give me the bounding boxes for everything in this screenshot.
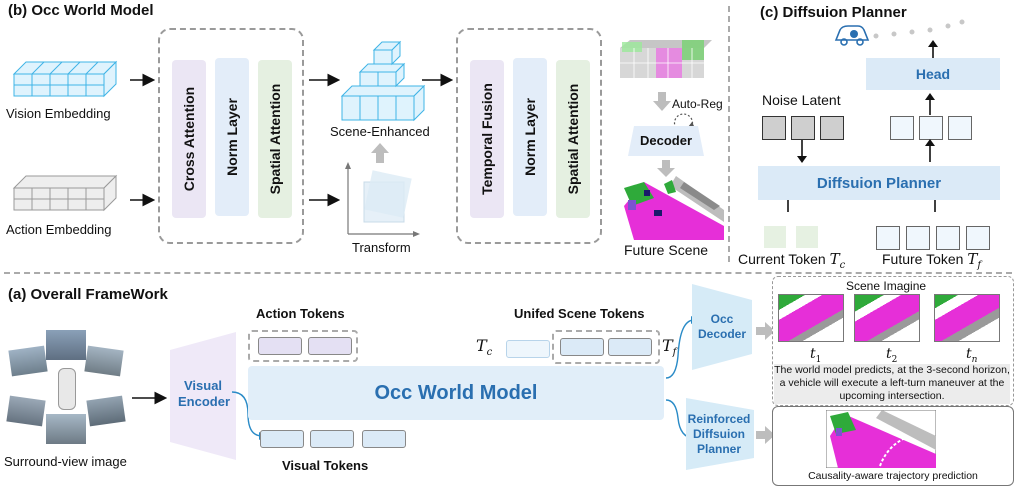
unified-tokens-group bbox=[552, 330, 660, 364]
future-scene-token-1 bbox=[560, 338, 604, 356]
vision-embedding-cubes bbox=[12, 60, 118, 98]
cross-attention-layer: Cross Attention bbox=[172, 60, 206, 218]
temporal-fusion-layer: Temporal Fusion bbox=[470, 60, 504, 218]
diffusion-planner-block: Diffsuion Planner bbox=[758, 166, 1000, 200]
action-tokens-label: Action Tokens bbox=[256, 306, 345, 321]
occ-decoder-shape bbox=[692, 284, 752, 370]
scene-frame-3 bbox=[934, 294, 1000, 342]
transform-up-arrow bbox=[371, 143, 389, 163]
causality-label: Causality-aware trajectory prediction bbox=[808, 470, 978, 482]
visual-encoder-label: Visual Encoder bbox=[178, 378, 231, 409]
noise-latent-label: Noise Latent bbox=[762, 92, 841, 108]
camera-front-right bbox=[84, 345, 124, 377]
action-embedding-label: Action Embedding bbox=[6, 222, 112, 237]
future-scene-image bbox=[624, 176, 724, 240]
action-embedding-cubes bbox=[12, 174, 118, 212]
action-token-2 bbox=[308, 337, 352, 355]
planner-title: (c) Diffsuion Planner bbox=[760, 4, 907, 21]
current-token-2 bbox=[796, 226, 818, 248]
head-block: Head bbox=[866, 58, 1000, 90]
car-trajectory-icon bbox=[834, 19, 965, 46]
noise-latent-token-3 bbox=[820, 116, 844, 140]
decoder-to-imagine-arrow bbox=[756, 322, 775, 340]
current-scene-token bbox=[506, 340, 550, 358]
auto-reg-label: Auto-Reg bbox=[672, 97, 723, 111]
visual-token-3 bbox=[362, 430, 406, 448]
surround-view-images bbox=[4, 330, 128, 450]
arrow-to-block2 bbox=[422, 73, 454, 87]
future-scene-label: Future Scene bbox=[624, 242, 709, 258]
spatial-attention-layer-1: Spatial Attention bbox=[258, 60, 292, 218]
divider-horizontal bbox=[4, 272, 1012, 274]
tf-symbol: Tf bbox=[662, 336, 677, 359]
visual-token-1 bbox=[260, 430, 304, 448]
vision-embedding-label: Vision Embedding bbox=[6, 106, 111, 121]
arrows-block1-out bbox=[309, 73, 341, 207]
scene-frame-1 bbox=[778, 294, 844, 342]
future-token-1 bbox=[876, 226, 900, 250]
ego-car bbox=[58, 368, 76, 410]
occ-scene-thumbnail bbox=[620, 40, 712, 78]
arrow-to-encoder bbox=[132, 391, 168, 405]
current-token-label: Current Token Tc bbox=[738, 250, 846, 271]
future-scene-token-2 bbox=[608, 338, 652, 356]
occ-decoder-label: Occ Decoder bbox=[697, 312, 747, 341]
visual-token-2 bbox=[310, 430, 354, 448]
camera-front-left bbox=[8, 345, 48, 377]
scene-imagine-label: Scene Imagine bbox=[846, 279, 927, 293]
attention-block-2 bbox=[456, 28, 602, 244]
overall-title: (a) Overall FrameWork bbox=[8, 286, 168, 303]
current-token-1 bbox=[764, 226, 786, 248]
visual-tokens-label: Visual Tokens bbox=[282, 458, 369, 473]
camera-front bbox=[46, 330, 86, 360]
unified-tokens-label: Unifed Scene Tokens bbox=[514, 306, 645, 321]
camera-back-left bbox=[6, 395, 46, 427]
future-token-2 bbox=[906, 226, 930, 250]
noise-latent-token-1 bbox=[762, 116, 786, 140]
action-tokens-group bbox=[248, 330, 358, 362]
reinforced-planner-shape bbox=[686, 398, 754, 470]
planner-to-prediction-arrow bbox=[756, 426, 775, 444]
transform-label: Transform bbox=[352, 240, 411, 255]
divider-vertical bbox=[728, 6, 730, 262]
camera-back bbox=[46, 414, 86, 444]
scene-imagine-frames bbox=[778, 294, 1008, 354]
norm-layer-2: Norm Layer bbox=[513, 58, 547, 216]
decoder-down-arrow bbox=[657, 160, 675, 177]
auto-reg-arrow bbox=[653, 92, 671, 111]
arrows-to-block1 bbox=[130, 73, 156, 207]
world-model-prediction-text: The world model predicts, at the 3-secon… bbox=[774, 364, 1010, 404]
transform-diagram bbox=[345, 162, 420, 237]
spatial-attention-layer-2: Spatial Attention bbox=[556, 60, 590, 218]
future-token-3 bbox=[936, 226, 960, 250]
norm-layer-1: Norm Layer bbox=[215, 58, 249, 216]
output-token-2 bbox=[919, 116, 943, 140]
future-token-4 bbox=[966, 226, 990, 250]
scene-frame-2 bbox=[854, 294, 920, 342]
decoder-label: Decoder bbox=[640, 133, 693, 148]
reinforced-planner-label: Reinforced Diffsuion Planner bbox=[687, 412, 751, 456]
output-token-3 bbox=[948, 116, 972, 140]
visual-encoder-shape bbox=[170, 332, 236, 460]
future-token-label: Future Token Tf bbox=[882, 250, 982, 271]
tn-label: tn bbox=[966, 346, 978, 365]
t1-label: t1 bbox=[810, 346, 822, 365]
attention-block-1 bbox=[158, 28, 304, 244]
decoder-block bbox=[628, 126, 704, 156]
output-token-1 bbox=[890, 116, 914, 140]
camera-back-right bbox=[86, 395, 126, 427]
occ-world-model-block: Occ World Model bbox=[248, 366, 664, 420]
occ-world-title: (b) Occ World Model bbox=[8, 2, 154, 19]
scene-enhanced-cubes bbox=[340, 40, 426, 122]
causality-trajectory-image bbox=[826, 410, 936, 468]
scene-enhanced-label: Scene-Enhanced bbox=[330, 124, 430, 139]
head-up-arrow bbox=[928, 40, 938, 59]
surround-view-label: Surround-view image bbox=[4, 454, 127, 469]
noise-latent-token-2 bbox=[791, 116, 815, 140]
action-token-1 bbox=[258, 337, 302, 355]
tc-symbol: Tc bbox=[476, 336, 493, 359]
t2-label: t2 bbox=[886, 346, 898, 365]
